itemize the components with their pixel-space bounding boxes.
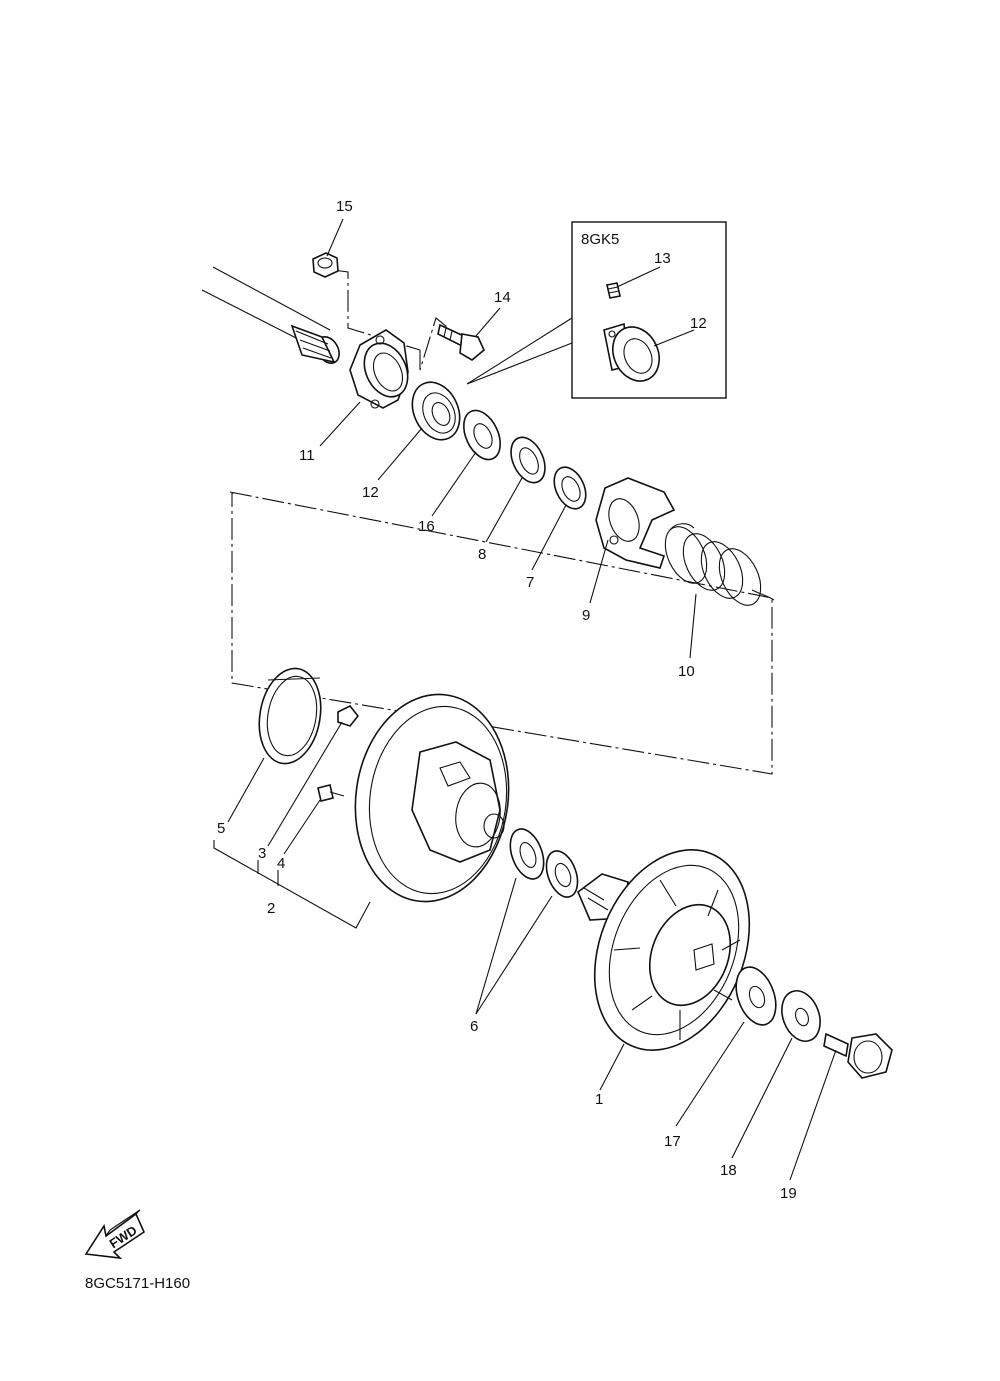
part-7-lock-washer [553, 466, 587, 510]
label-9: 9 [582, 607, 590, 624]
label-10: 10 [678, 663, 695, 680]
part-1-sheave [577, 849, 751, 1051]
part-4-screw [317, 784, 345, 802]
part-18-washer [781, 990, 821, 1042]
label-17: 17 [664, 1133, 681, 1150]
label-16: 16 [418, 518, 435, 535]
part-5-ring [258, 667, 322, 765]
label-15: 15 [336, 198, 353, 215]
leader-lines [213, 218, 837, 1181]
diagram-code: 8GC5171-H160 [85, 1275, 190, 1292]
label-2: 2 [267, 900, 275, 917]
label-8: 8 [478, 546, 486, 563]
part-11-bearing-housing [349, 329, 409, 409]
label-11: 11 [299, 447, 315, 464]
label-1: 1 [595, 1091, 603, 1108]
fwd-arrow: FWD [84, 1209, 146, 1260]
label-14: 14 [494, 289, 511, 306]
label-3: 3 [258, 845, 266, 862]
inset-box-8gk5: 8GK5 [466, 221, 727, 399]
part-19-bolt [823, 1032, 893, 1079]
part-17-washer [735, 966, 777, 1026]
part-2-sheave [354, 693, 510, 903]
label-13: 13 [654, 250, 671, 267]
inset-part-13-set-screw [606, 282, 621, 299]
part-6-washers [509, 828, 579, 898]
part-12-bearing [411, 381, 461, 441]
label-5: 5 [217, 820, 225, 837]
part-3-fitting [337, 704, 360, 727]
part-16-washer [463, 409, 501, 461]
part-labels: 15 14 11 12 16 8 7 9 10 13 12 5 3 4 2 6 … [217, 198, 797, 1202]
label-7: 7 [526, 574, 534, 591]
part-10-spring [664, 523, 775, 606]
label-6: 6 [470, 1018, 478, 1035]
part-8-nut-ring [510, 436, 546, 484]
shaft [201, 266, 340, 364]
inset-title: 8GK5 [581, 231, 619, 248]
label-12-inset: 12 [690, 315, 707, 332]
part-14-bolt [437, 323, 485, 361]
part-15-nut [312, 252, 339, 278]
label-12: 12 [362, 484, 379, 501]
label-18: 18 [720, 1162, 737, 1179]
label-19: 19 [780, 1185, 797, 1202]
label-4: 4 [277, 855, 285, 872]
part-9-spring-seat [595, 477, 676, 569]
